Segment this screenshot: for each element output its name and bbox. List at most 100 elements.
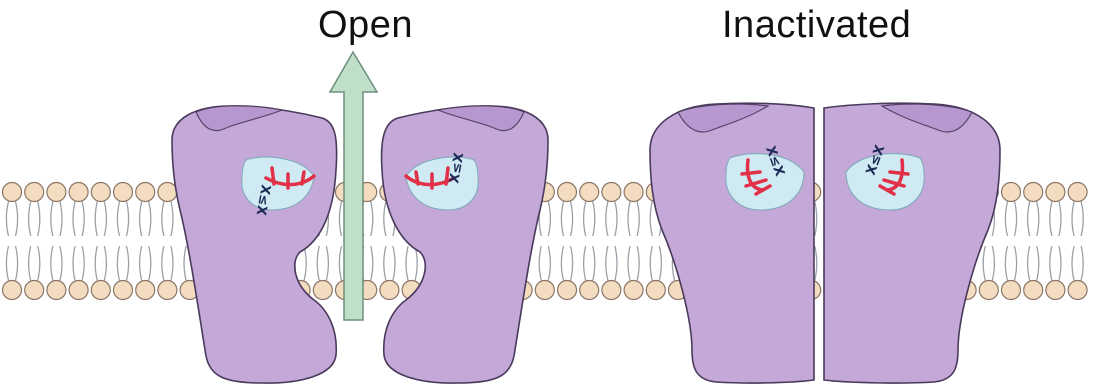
lipid-tail xyxy=(593,202,595,237)
lipid-head xyxy=(313,281,332,300)
lipid-tail xyxy=(1072,202,1074,237)
lipid-tail xyxy=(571,246,573,281)
lipid-tail xyxy=(561,202,563,237)
lipid-head xyxy=(158,281,177,300)
lipid-tail xyxy=(584,202,586,237)
lipid-tail xyxy=(637,246,639,281)
lipid-tail xyxy=(637,202,639,237)
lipid-tail xyxy=(584,246,586,281)
lipid-tail xyxy=(104,246,106,281)
lipid-tail xyxy=(38,202,40,237)
lipid-tail xyxy=(140,202,142,237)
lipid-head xyxy=(114,281,133,300)
lipid-tail xyxy=(1015,202,1017,237)
lipid-head xyxy=(1024,183,1043,202)
lipid-head xyxy=(25,281,44,300)
lipid-head xyxy=(25,183,44,202)
lipid-tail xyxy=(149,202,151,237)
lipid-head xyxy=(580,281,599,300)
lipid-tail xyxy=(1037,202,1039,237)
lipid-tail xyxy=(73,246,75,281)
lipid-tail xyxy=(1081,246,1083,281)
lipid-head xyxy=(1002,281,1021,300)
lipid-tail xyxy=(406,246,408,281)
lipid-tail xyxy=(615,202,617,237)
lipid-tail xyxy=(162,202,164,237)
lipid-tail xyxy=(1050,246,1052,281)
open-left-subunit xyxy=(172,106,337,383)
lipid-head xyxy=(69,281,88,300)
lipid-tail xyxy=(815,202,817,237)
lipid-tail xyxy=(51,246,53,281)
lipid-tail xyxy=(104,202,106,237)
lipid-head xyxy=(602,183,621,202)
lipid-tail xyxy=(628,202,630,237)
open-right-subunit xyxy=(382,106,548,383)
lipid-tail xyxy=(659,246,661,281)
lipid-tail xyxy=(51,202,53,237)
lipid-head xyxy=(91,183,110,202)
lipid-head xyxy=(136,183,155,202)
lipid-tail xyxy=(6,202,8,237)
lipid-tail xyxy=(29,202,31,237)
lipid-tail xyxy=(1072,246,1074,281)
lipid-head xyxy=(624,183,643,202)
lipid-tail xyxy=(149,246,151,281)
open-channel: X≤X X≤X xyxy=(172,52,548,383)
lipid-head xyxy=(158,183,177,202)
lipid-tail xyxy=(38,246,40,281)
lipid-tail xyxy=(127,246,129,281)
lipid-tail xyxy=(73,202,75,237)
lipid-tail xyxy=(95,246,97,281)
lipid-tail xyxy=(95,202,97,237)
lipid-tail xyxy=(393,246,395,281)
lipid-tail xyxy=(571,202,573,237)
inactivated-right-subunit xyxy=(824,103,1000,383)
lipid-head xyxy=(3,281,22,300)
lipid-tail xyxy=(371,246,373,281)
lipid-tail xyxy=(1081,202,1083,237)
lipid-tail xyxy=(593,246,595,281)
lipid-tail xyxy=(561,246,563,281)
lipid-tail xyxy=(548,246,550,281)
inactivated-state-label: Inactivated xyxy=(722,4,911,47)
lipid-tail xyxy=(162,246,164,281)
inactivated-channel: X≤X X≤X xyxy=(650,103,1000,383)
lipid-tail xyxy=(1028,246,1030,281)
inactivated-left-subunit xyxy=(650,103,814,383)
lipid-tail xyxy=(82,202,84,237)
lipid-tail xyxy=(1050,202,1052,237)
lipid-tail xyxy=(548,202,550,237)
lipid-head xyxy=(558,183,577,202)
lipid-tail xyxy=(6,246,8,281)
lipid-tail xyxy=(29,246,31,281)
lipid-tail xyxy=(117,202,119,237)
lipid-tail xyxy=(606,202,608,237)
lipid-head xyxy=(580,183,599,202)
lipid-tail xyxy=(326,246,328,281)
lipid-tail xyxy=(371,202,373,237)
lipid-tail xyxy=(983,246,985,281)
lipid-tail xyxy=(650,246,652,281)
lipid-tail xyxy=(1059,202,1061,237)
lipid-tail xyxy=(171,202,173,237)
lipid-head xyxy=(1068,183,1087,202)
lipid-tail xyxy=(171,246,173,281)
lipid-head xyxy=(1046,183,1065,202)
lipid-head xyxy=(624,281,643,300)
lipid-tail xyxy=(117,246,119,281)
lipid-head xyxy=(114,183,133,202)
lipid-tail xyxy=(1015,246,1017,281)
lipid-tail xyxy=(1005,202,1007,237)
lipid-tail xyxy=(317,246,319,281)
lipid-head xyxy=(979,281,998,300)
lipid-tail xyxy=(304,246,306,281)
lipid-tail xyxy=(339,202,341,237)
lipid-tail xyxy=(615,246,617,281)
lipid-tail xyxy=(815,246,817,281)
lipid-tail xyxy=(650,202,652,237)
lipid-tail xyxy=(539,246,541,281)
lipid-tail xyxy=(82,246,84,281)
lipid-tail xyxy=(60,202,62,237)
